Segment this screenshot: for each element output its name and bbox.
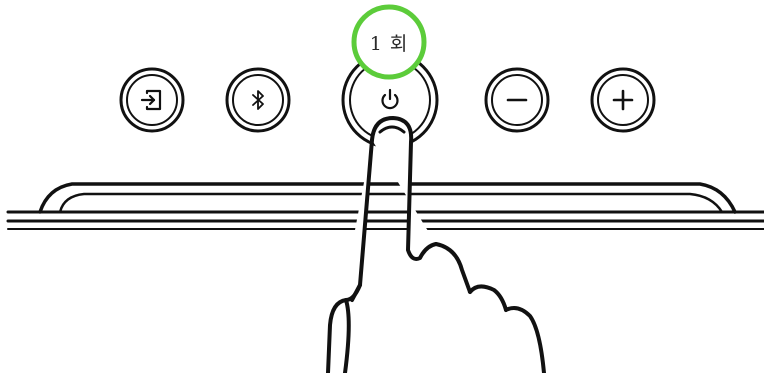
input-button[interactable] [119, 67, 185, 133]
volume-down-button[interactable] [484, 67, 550, 133]
power-icon [381, 88, 399, 110]
hand-pointer-icon [326, 116, 546, 373]
callout-circle [351, 4, 427, 80]
press-count-label: 1 회 [369, 32, 409, 55]
bluetooth-button[interactable] [225, 67, 291, 133]
plus-icon [612, 89, 634, 111]
input-source-icon [140, 89, 162, 111]
volume-up-button[interactable] [590, 67, 656, 133]
power-button[interactable] [341, 51, 439, 149]
bluetooth-icon [252, 90, 264, 110]
soundbar-body [6, 182, 764, 230]
